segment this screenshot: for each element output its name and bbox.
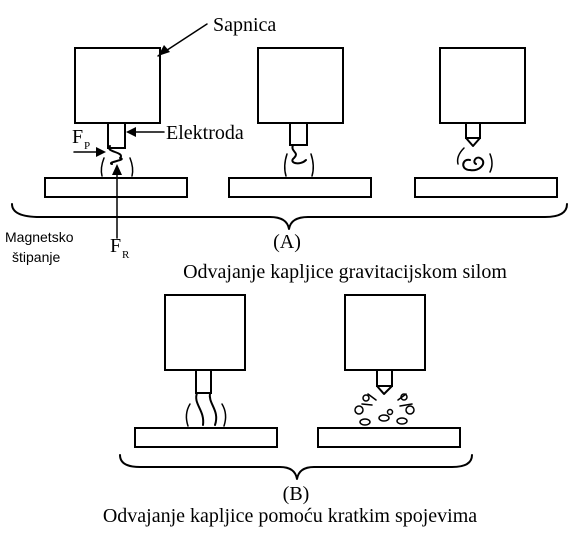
- caption-a: Odvajanje kapljice gravitacijskom silom: [183, 261, 507, 283]
- stage-b1: [134, 294, 278, 448]
- workpiece-a1: [44, 177, 188, 198]
- section-a: Sapnica Elektroda F P F R Magnetsko štip…: [5, 14, 568, 283]
- force-r-symbol: F: [110, 235, 121, 257]
- section-b: (B) Odvajanje kapljice pomoću kratkim sp…: [103, 294, 477, 527]
- marker-b: (B): [283, 483, 310, 505]
- nozzle-a3: [439, 47, 526, 124]
- stage-b2: [317, 294, 461, 448]
- spatter-rays-b2: [361, 393, 413, 407]
- spatter-drop-7: [396, 417, 408, 425]
- workpiece-b1: [134, 427, 278, 448]
- workpiece-a2: [228, 177, 372, 198]
- spatter-drop-8: [386, 408, 394, 416]
- electrode-label: Elektroda: [166, 122, 244, 144]
- force-r-subscript: R: [122, 249, 130, 261]
- force-p-arrowhead: [96, 147, 106, 157]
- arc-left-a3: [456, 147, 465, 165]
- bridge-right-b1: [208, 392, 218, 426]
- electrode-a1: [107, 122, 126, 149]
- nozzle-b2: [344, 294, 426, 371]
- force-p-symbol: F: [72, 126, 83, 148]
- force-r-arrowhead: [112, 164, 122, 175]
- workpiece-b2: [317, 427, 461, 448]
- droplet-a3: [462, 156, 485, 172]
- nozzle-a2: [257, 47, 344, 124]
- electrode-tip-b2: [376, 385, 393, 395]
- bridge-left-b1: [195, 392, 205, 426]
- force-p-subscript: P: [84, 140, 90, 152]
- pinch-label-line2: štipanje: [12, 249, 60, 265]
- workpiece-a3: [414, 177, 558, 198]
- spatter-drop-6: [378, 414, 390, 422]
- electrode-arrowhead: [126, 127, 136, 137]
- caption-b: Odvajanje kapljice pomoću kratkim spojev…: [103, 505, 477, 527]
- spatter-drop-5: [359, 418, 371, 426]
- electrode-b1: [195, 369, 212, 394]
- pinch-label-line1: Magnetsko: [5, 229, 74, 245]
- arc-left-a2: [283, 153, 288, 177]
- spatter-drop-4: [400, 393, 408, 401]
- stage-a2: [228, 47, 372, 198]
- electrode-tip-a3: [465, 137, 481, 147]
- nozzle-b1: [164, 294, 246, 371]
- nozzle-a1: [74, 47, 161, 124]
- droplet-a1: [107, 145, 123, 165]
- stage-a1: [44, 47, 188, 198]
- nozzle-label: Sapnica: [213, 14, 276, 36]
- droplet-a2: [291, 144, 307, 165]
- arc-left-b1: [185, 403, 191, 427]
- spatter-drop-1: [354, 405, 364, 415]
- marker-a: (A): [273, 231, 301, 253]
- arc-right-a3: [489, 153, 493, 173]
- brace-a: [11, 203, 568, 230]
- arc-right-a2: [310, 153, 315, 177]
- spatter-drop-3: [362, 394, 370, 402]
- spatter-drop-2: [405, 405, 415, 415]
- electrode-a2: [289, 122, 308, 146]
- brace-b: [119, 454, 473, 480]
- arc-right-b1: [221, 403, 227, 427]
- arc-right-a1: [129, 157, 134, 177]
- nozzle-arrowhead: [158, 45, 170, 56]
- arc-left-a1: [100, 157, 105, 177]
- electrode-a3: [465, 122, 481, 139]
- electrode-b2: [376, 369, 393, 387]
- stage-a3: [414, 47, 558, 198]
